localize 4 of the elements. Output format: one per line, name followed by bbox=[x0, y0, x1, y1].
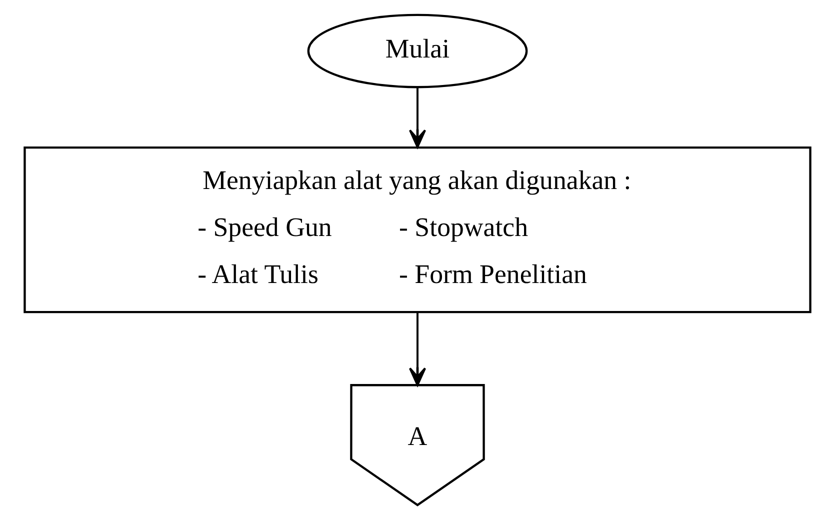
arrow bbox=[408, 87, 426, 148]
arrow bbox=[408, 312, 426, 386]
node-ellipse: Mulai bbox=[307, 14, 528, 88]
node-box: Menyiapkan alat yang akan digunakan : - Speed Gun - Stopwatch - Alat Tulis - Form Penelitian bbox=[24, 146, 812, 314]
